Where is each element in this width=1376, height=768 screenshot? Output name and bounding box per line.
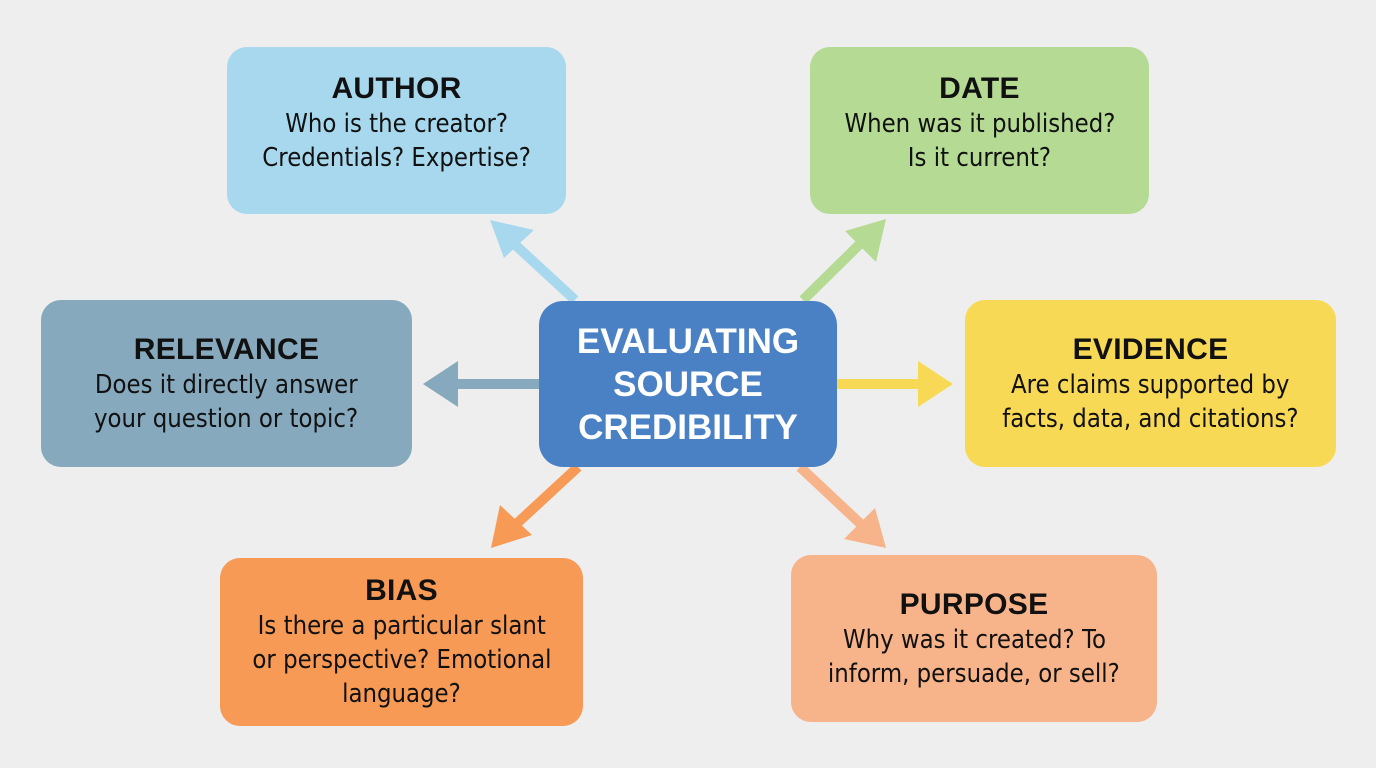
bias-desc-line-1: Is there a particular slant [257,611,546,641]
author-desc-line-2: Credentials? Expertise? [262,142,531,173]
relevance-title: RELEVANCE [133,332,320,366]
arrow-to-date [799,219,886,304]
purpose-desc-line-1: Why was it created? To [842,624,1106,655]
center-node: EVALUATING SOURCE CREDIBILITY [539,301,837,467]
bias-desc-line-2: or perspective? Emotional [251,645,552,675]
center-line-2: SOURCE [613,364,763,404]
arrow-to-bias [491,463,582,548]
date-node: DATE When was it published? Is it curren… [810,47,1149,214]
evidence-title: EVIDENCE [1072,332,1229,366]
arrow-to-relevance [423,361,539,407]
bias-node: BIAS Is there a particular slant or pers… [220,558,583,726]
bias-title: BIAS [365,574,438,607]
purpose-title: PURPOSE [899,587,1049,621]
bias-desc-line-3: language? [342,679,461,709]
evidence-node: EVIDENCE Are claims supported by facts, … [965,300,1336,467]
relevance-node: RELEVANCE Does it directly answer your q… [41,300,412,467]
arrow-to-author [490,220,579,304]
center-line-3: CREDIBILITY [578,407,798,447]
relevance-desc-line-1: Does it directly answer [95,369,358,400]
date-desc-line-1: When was it published? [844,108,1115,139]
arrow-to-evidence [837,361,953,407]
author-title: AUTHOR [331,71,462,105]
author-desc-line-1: Who is the creator? [285,108,508,139]
author-node: AUTHOR Who is the creator? Credentials? … [227,47,566,214]
arrow-to-purpose [796,463,886,548]
center-line-1: EVALUATING [576,321,800,361]
evidence-desc-line-2: facts, data, and citations? [1002,403,1299,434]
date-title: DATE [939,71,1020,105]
purpose-node: PURPOSE Why was it created? To inform, p… [791,555,1157,722]
purpose-desc-line-2: inform, persuade, or sell? [828,658,1120,689]
relevance-desc-line-2: your question or topic? [94,403,359,434]
date-desc-line-2: Is it current? [907,142,1052,173]
evidence-desc-line-1: Are claims supported by [1011,369,1290,400]
